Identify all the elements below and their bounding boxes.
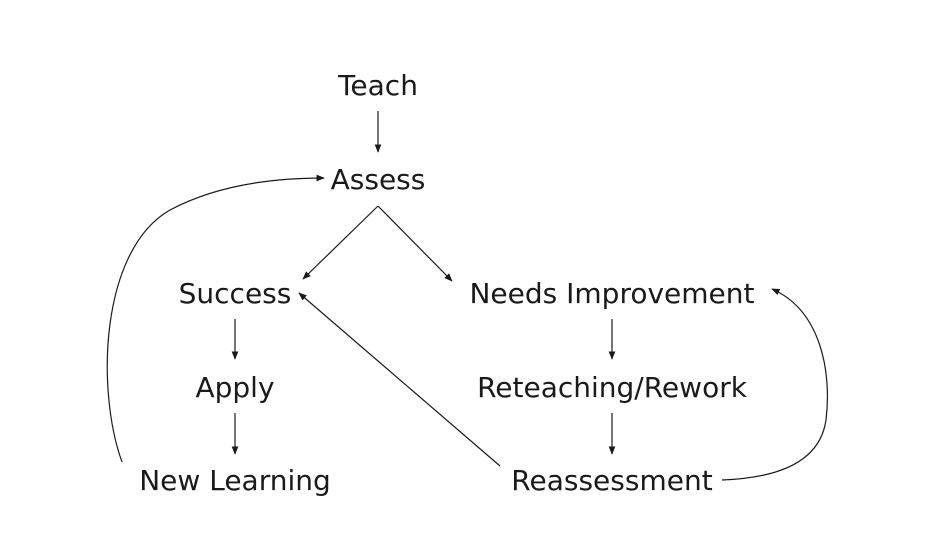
node-reteaching-rework: Reteaching/Rework bbox=[477, 371, 748, 404]
edge-assess-to-success bbox=[302, 205, 379, 280]
edge-reassessment-to-needs-improvement bbox=[721, 288, 829, 481]
node-new-learning: New Learning bbox=[139, 464, 331, 497]
edge-reassessment-to-success bbox=[298, 292, 501, 467]
node-teach: Teach bbox=[337, 69, 418, 102]
node-assess: Assess bbox=[331, 163, 426, 196]
node-apply: Apply bbox=[195, 371, 274, 404]
edge-new-learning-to-assess bbox=[106, 174, 325, 463]
node-needs-improvement: Needs Improvement bbox=[469, 277, 754, 310]
node-success: Success bbox=[179, 277, 292, 310]
node-reassessment: Reassessment bbox=[511, 464, 712, 497]
edge-assess-to-needs-improvement bbox=[377, 205, 453, 282]
